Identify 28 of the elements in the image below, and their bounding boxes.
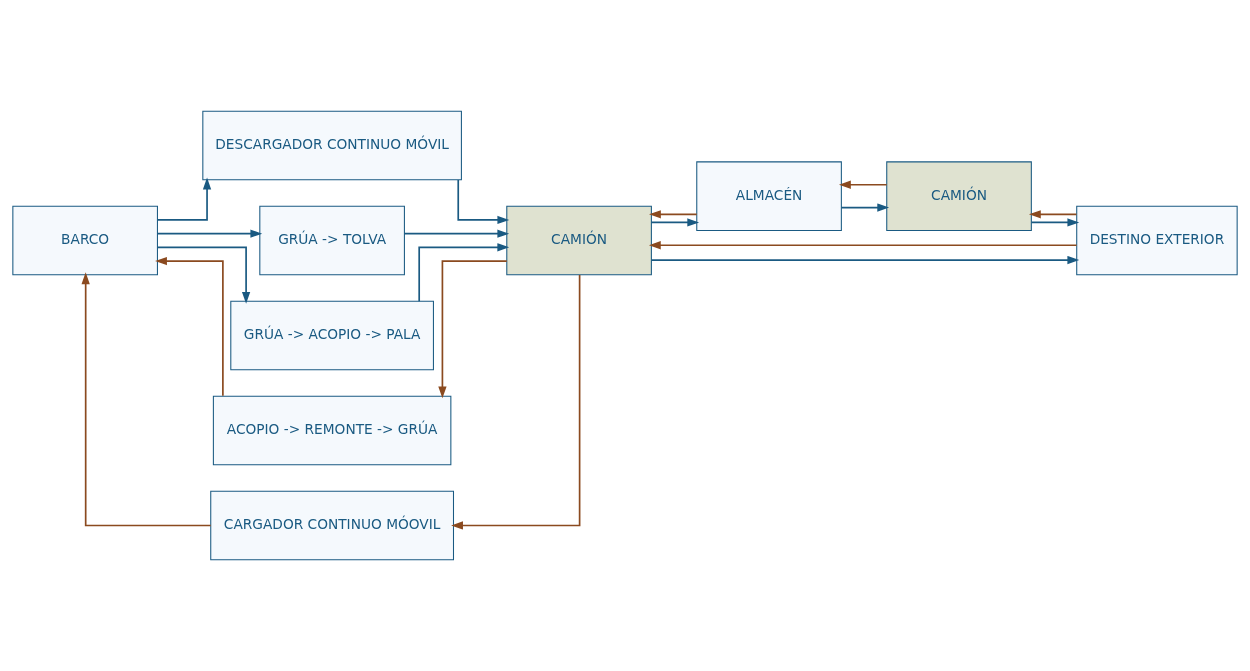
arrow <box>81 272 212 527</box>
arrow <box>156 246 251 304</box>
arrow <box>648 241 1078 250</box>
arrow <box>156 177 212 221</box>
arrow <box>650 255 1080 265</box>
arrow <box>156 229 263 238</box>
node-box: CAMIÓN <box>506 205 652 276</box>
node-box: BARCO <box>12 205 158 276</box>
arrow <box>1028 210 1078 219</box>
node-box: ACOPIO -> REMONTE -> GRÚA <box>212 395 452 466</box>
arrow <box>418 243 510 303</box>
arrow <box>839 180 888 189</box>
arrow <box>438 260 508 399</box>
arrow <box>403 229 510 238</box>
arrow <box>650 218 700 227</box>
node-box: DESTINO EXTERIOR <box>1076 205 1238 276</box>
arrow <box>1030 218 1080 227</box>
node-box: GRÚA -> TOLVA <box>259 205 405 276</box>
arrow <box>649 210 698 219</box>
node-box: CARGADOR CONTINUO MÓOVIL <box>210 490 454 561</box>
arrow <box>840 203 890 212</box>
arrow <box>451 274 581 530</box>
node-box: ALMACÉN <box>696 161 842 231</box>
arrow <box>155 256 224 397</box>
node-box: GRÚA -> ACOPIO -> PALA <box>230 300 434 371</box>
node-box: CAMIÓN <box>886 161 1032 231</box>
arrow <box>457 179 510 225</box>
node-box: DESCARGADOR CONTINUO MÓVIL <box>202 110 462 181</box>
